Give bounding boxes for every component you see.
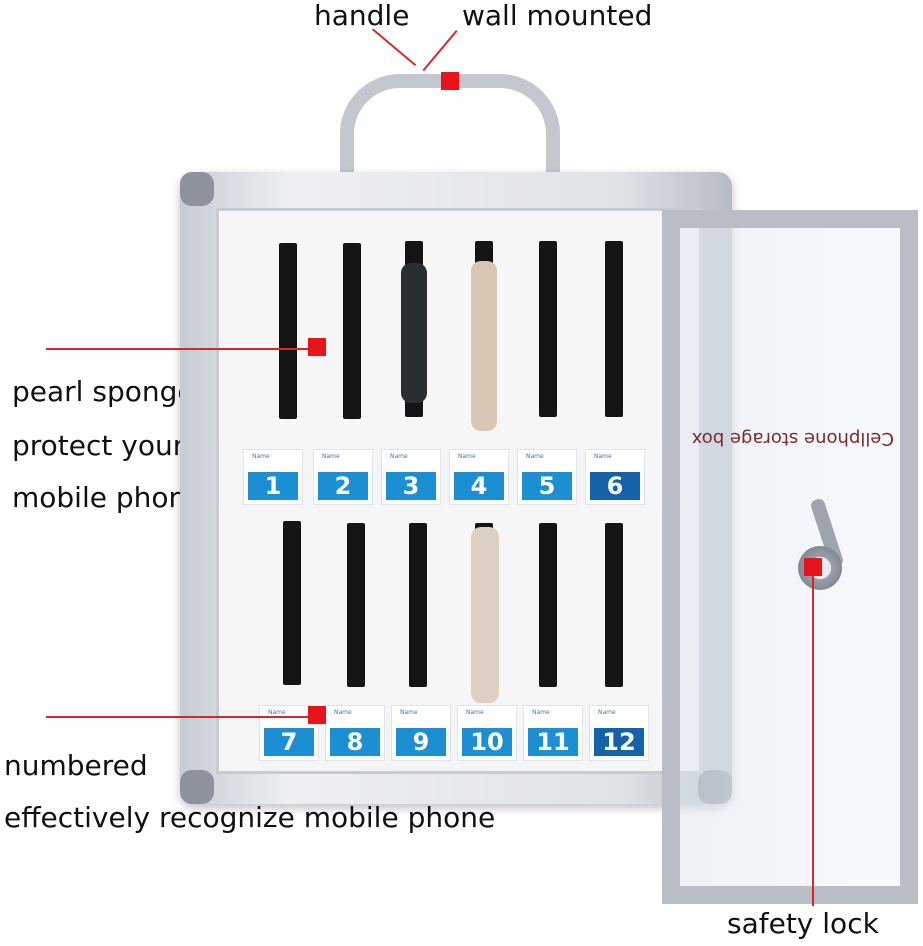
slot-label: Name 9 [391, 705, 451, 761]
label-name: Name [594, 453, 612, 460]
callout-line-handle [372, 28, 417, 66]
label-name: Name [466, 709, 484, 716]
protect-callout: protect your [12, 429, 185, 462]
recognize-callout: effectively recognize mobile phone [4, 801, 496, 834]
stored-phone [401, 263, 427, 403]
storage-cabinet: Name 1 Name 2 Name 3 Name 4 Name 5 Name 6 Name… [180, 172, 732, 804]
label-name: Name [532, 709, 550, 716]
slot-number: 7 [264, 728, 314, 756]
slot-number: 11 [528, 728, 578, 756]
slot-label: Name 7 [259, 705, 319, 761]
slot-number: 12 [594, 728, 644, 756]
label-name: Name [526, 453, 544, 460]
pearl-sponge-callout: pearl sponge [12, 375, 195, 408]
numbered-callout: numbered [4, 749, 148, 782]
slot-label: Name 3 [381, 449, 441, 505]
callout-line-numbered [46, 716, 308, 718]
wall-mounted-callout: wall mounted [462, 0, 653, 32]
safety-lock-callout: safety lock [727, 907, 879, 940]
label-name: Name [390, 453, 408, 460]
label-name: Name [598, 709, 616, 716]
marker-numbered [308, 706, 326, 724]
slot-label: Name 8 [325, 705, 385, 761]
door-print-text: Cellphone storage box [691, 428, 894, 449]
label-name: Name [322, 453, 340, 460]
slot-label: Name 6 [585, 449, 645, 505]
sponge-top [219, 211, 699, 441]
stored-phone [471, 527, 499, 703]
slot-label: Name 11 [523, 705, 583, 761]
label-name: Name [334, 709, 352, 716]
label-name: Name [268, 709, 286, 716]
callout-line-lock [812, 576, 814, 906]
label-name: Name [400, 709, 418, 716]
marker-lock [804, 558, 822, 576]
label-row-bottom: Name 7 Name 8 Name 9 Name 10 Name 11 Name 12 [243, 705, 679, 761]
slot-number: 4 [454, 472, 504, 500]
slot-number: 10 [462, 728, 512, 756]
label-row-top: Name 1 Name 2 Name 3 Name 4 Name 5 Name 6 [243, 449, 679, 505]
label-name: Name [458, 453, 476, 460]
callout-line-wall [422, 30, 458, 72]
marker-handle [441, 72, 459, 90]
phone-slot [283, 521, 301, 685]
slot-label: Name 4 [449, 449, 509, 505]
slot-number: 2 [318, 472, 368, 500]
slot-label: Name 12 [589, 705, 649, 761]
slot-label: Name 5 [517, 449, 577, 505]
slot-label: Name 10 [457, 705, 517, 761]
phone-slot [605, 241, 623, 417]
phone-slot [343, 243, 361, 419]
phone-slot [279, 243, 297, 419]
slot-number: 3 [386, 472, 436, 500]
slot-number: 8 [330, 728, 380, 756]
slot-number: 9 [396, 728, 446, 756]
phone-slot [347, 523, 365, 687]
phone-slot [539, 523, 557, 687]
stored-phone [471, 261, 497, 431]
slot-number: 1 [248, 472, 298, 500]
slot-number: 6 [590, 472, 640, 500]
phone-slot [409, 523, 427, 687]
marker-sponge [308, 338, 326, 356]
phone-slot [539, 241, 557, 417]
phone-slot [605, 523, 623, 687]
slot-label: Name 1 [243, 449, 303, 505]
cabinet-interior: Name 1 Name 2 Name 3 Name 4 Name 5 Name 6 Name… [216, 208, 702, 774]
handle-callout: handle [314, 0, 410, 32]
sponge-bottom [219, 507, 699, 703]
cabinet-corner-tl [180, 172, 214, 206]
slot-label: Name 2 [313, 449, 373, 505]
mobile-phone-callout: mobile phone [12, 481, 204, 514]
callout-line-sponge [46, 348, 308, 350]
slot-number: 5 [522, 472, 572, 500]
label-name: Name [252, 453, 270, 460]
glass-door: Cellphone storage box [662, 210, 918, 904]
cabinet-corner-bl [180, 770, 214, 804]
